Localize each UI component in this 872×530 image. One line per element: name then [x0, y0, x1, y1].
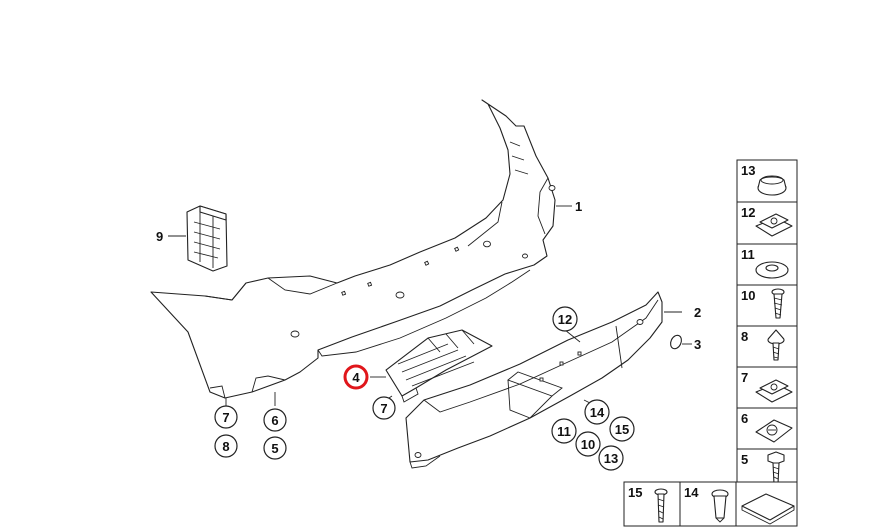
clip-part[interactable]	[669, 334, 684, 351]
svg-text:7: 7	[741, 370, 748, 385]
hardware-panel: 13 12 11 10	[736, 159, 798, 490]
hardware-cell-7[interactable]: 7	[736, 366, 798, 409]
grille-part-number: 9	[156, 229, 163, 244]
hardware-cell-12[interactable]: 12	[736, 201, 798, 245]
svg-text:10: 10	[741, 288, 755, 303]
hardware-cell-6[interactable]: 6	[736, 407, 798, 450]
callout-6-left[interactable]: 6	[263, 408, 287, 432]
svg-text:5: 5	[741, 452, 748, 467]
svg-text:10: 10	[581, 437, 595, 452]
svg-text:6: 6	[741, 411, 748, 426]
inner-bracket-part[interactable]	[385, 329, 493, 403]
svg-text:5: 5	[271, 441, 278, 456]
hardware-cell-13[interactable]: 13	[736, 159, 798, 203]
hardware-cell-11[interactable]: 11	[736, 243, 798, 286]
hardware-cell-14[interactable]: 14	[679, 481, 737, 527]
diffuser-part-number: 2	[694, 305, 701, 320]
hardware-cell-10[interactable]: 10	[736, 284, 798, 327]
hardware-cell-15[interactable]: 15	[623, 481, 681, 527]
callout-8-left[interactable]: 8	[214, 434, 238, 458]
svg-text:13: 13	[741, 163, 755, 178]
hardware-cell-8[interactable]: 8	[736, 325, 798, 368]
svg-text:11: 11	[741, 247, 755, 262]
vent-grille-part[interactable]	[186, 205, 228, 272]
clip-part-number: 3	[694, 337, 701, 352]
callout-12-diffuser[interactable]: 12	[552, 306, 578, 332]
callout-4-highlighted[interactable]: 4	[343, 364, 369, 390]
hardware-cell-misc[interactable]	[735, 481, 798, 527]
svg-text:7: 7	[222, 410, 229, 425]
svg-text:12: 12	[741, 205, 755, 220]
callout-11-diffuser[interactable]: 11	[551, 418, 577, 444]
callout-15-diffuser[interactable]: 15	[609, 416, 635, 442]
svg-text:6: 6	[271, 413, 278, 428]
svg-text:13: 13	[604, 451, 618, 466]
svg-text:11: 11	[557, 424, 571, 439]
hardware-bottom-row: 15 14	[623, 481, 798, 527]
callout-7-bracket[interactable]: 7	[372, 396, 396, 420]
svg-text:15: 15	[615, 422, 629, 437]
svg-text:15: 15	[628, 485, 642, 500]
callout-12-leader	[564, 329, 581, 343]
callout-7-left[interactable]: 7	[214, 405, 238, 429]
diffuser-part[interactable]	[405, 291, 663, 469]
svg-text:8: 8	[222, 439, 229, 454]
callout-10-diffuser[interactable]: 10	[575, 431, 601, 457]
svg-text:14: 14	[590, 405, 605, 420]
svg-text:8: 8	[741, 329, 748, 344]
svg-text:14: 14	[684, 485, 699, 500]
svg-text:7: 7	[380, 401, 387, 416]
callout-14-diffuser[interactable]: 14	[584, 399, 610, 425]
callout-13-diffuser[interactable]: 13	[598, 445, 624, 471]
svg-text:4: 4	[352, 370, 360, 385]
bumper-part-number: 1	[575, 199, 582, 214]
bumper-cover-part[interactable]	[150, 99, 556, 399]
callout-5-left[interactable]: 5	[263, 436, 287, 460]
svg-text:12: 12	[558, 312, 572, 327]
